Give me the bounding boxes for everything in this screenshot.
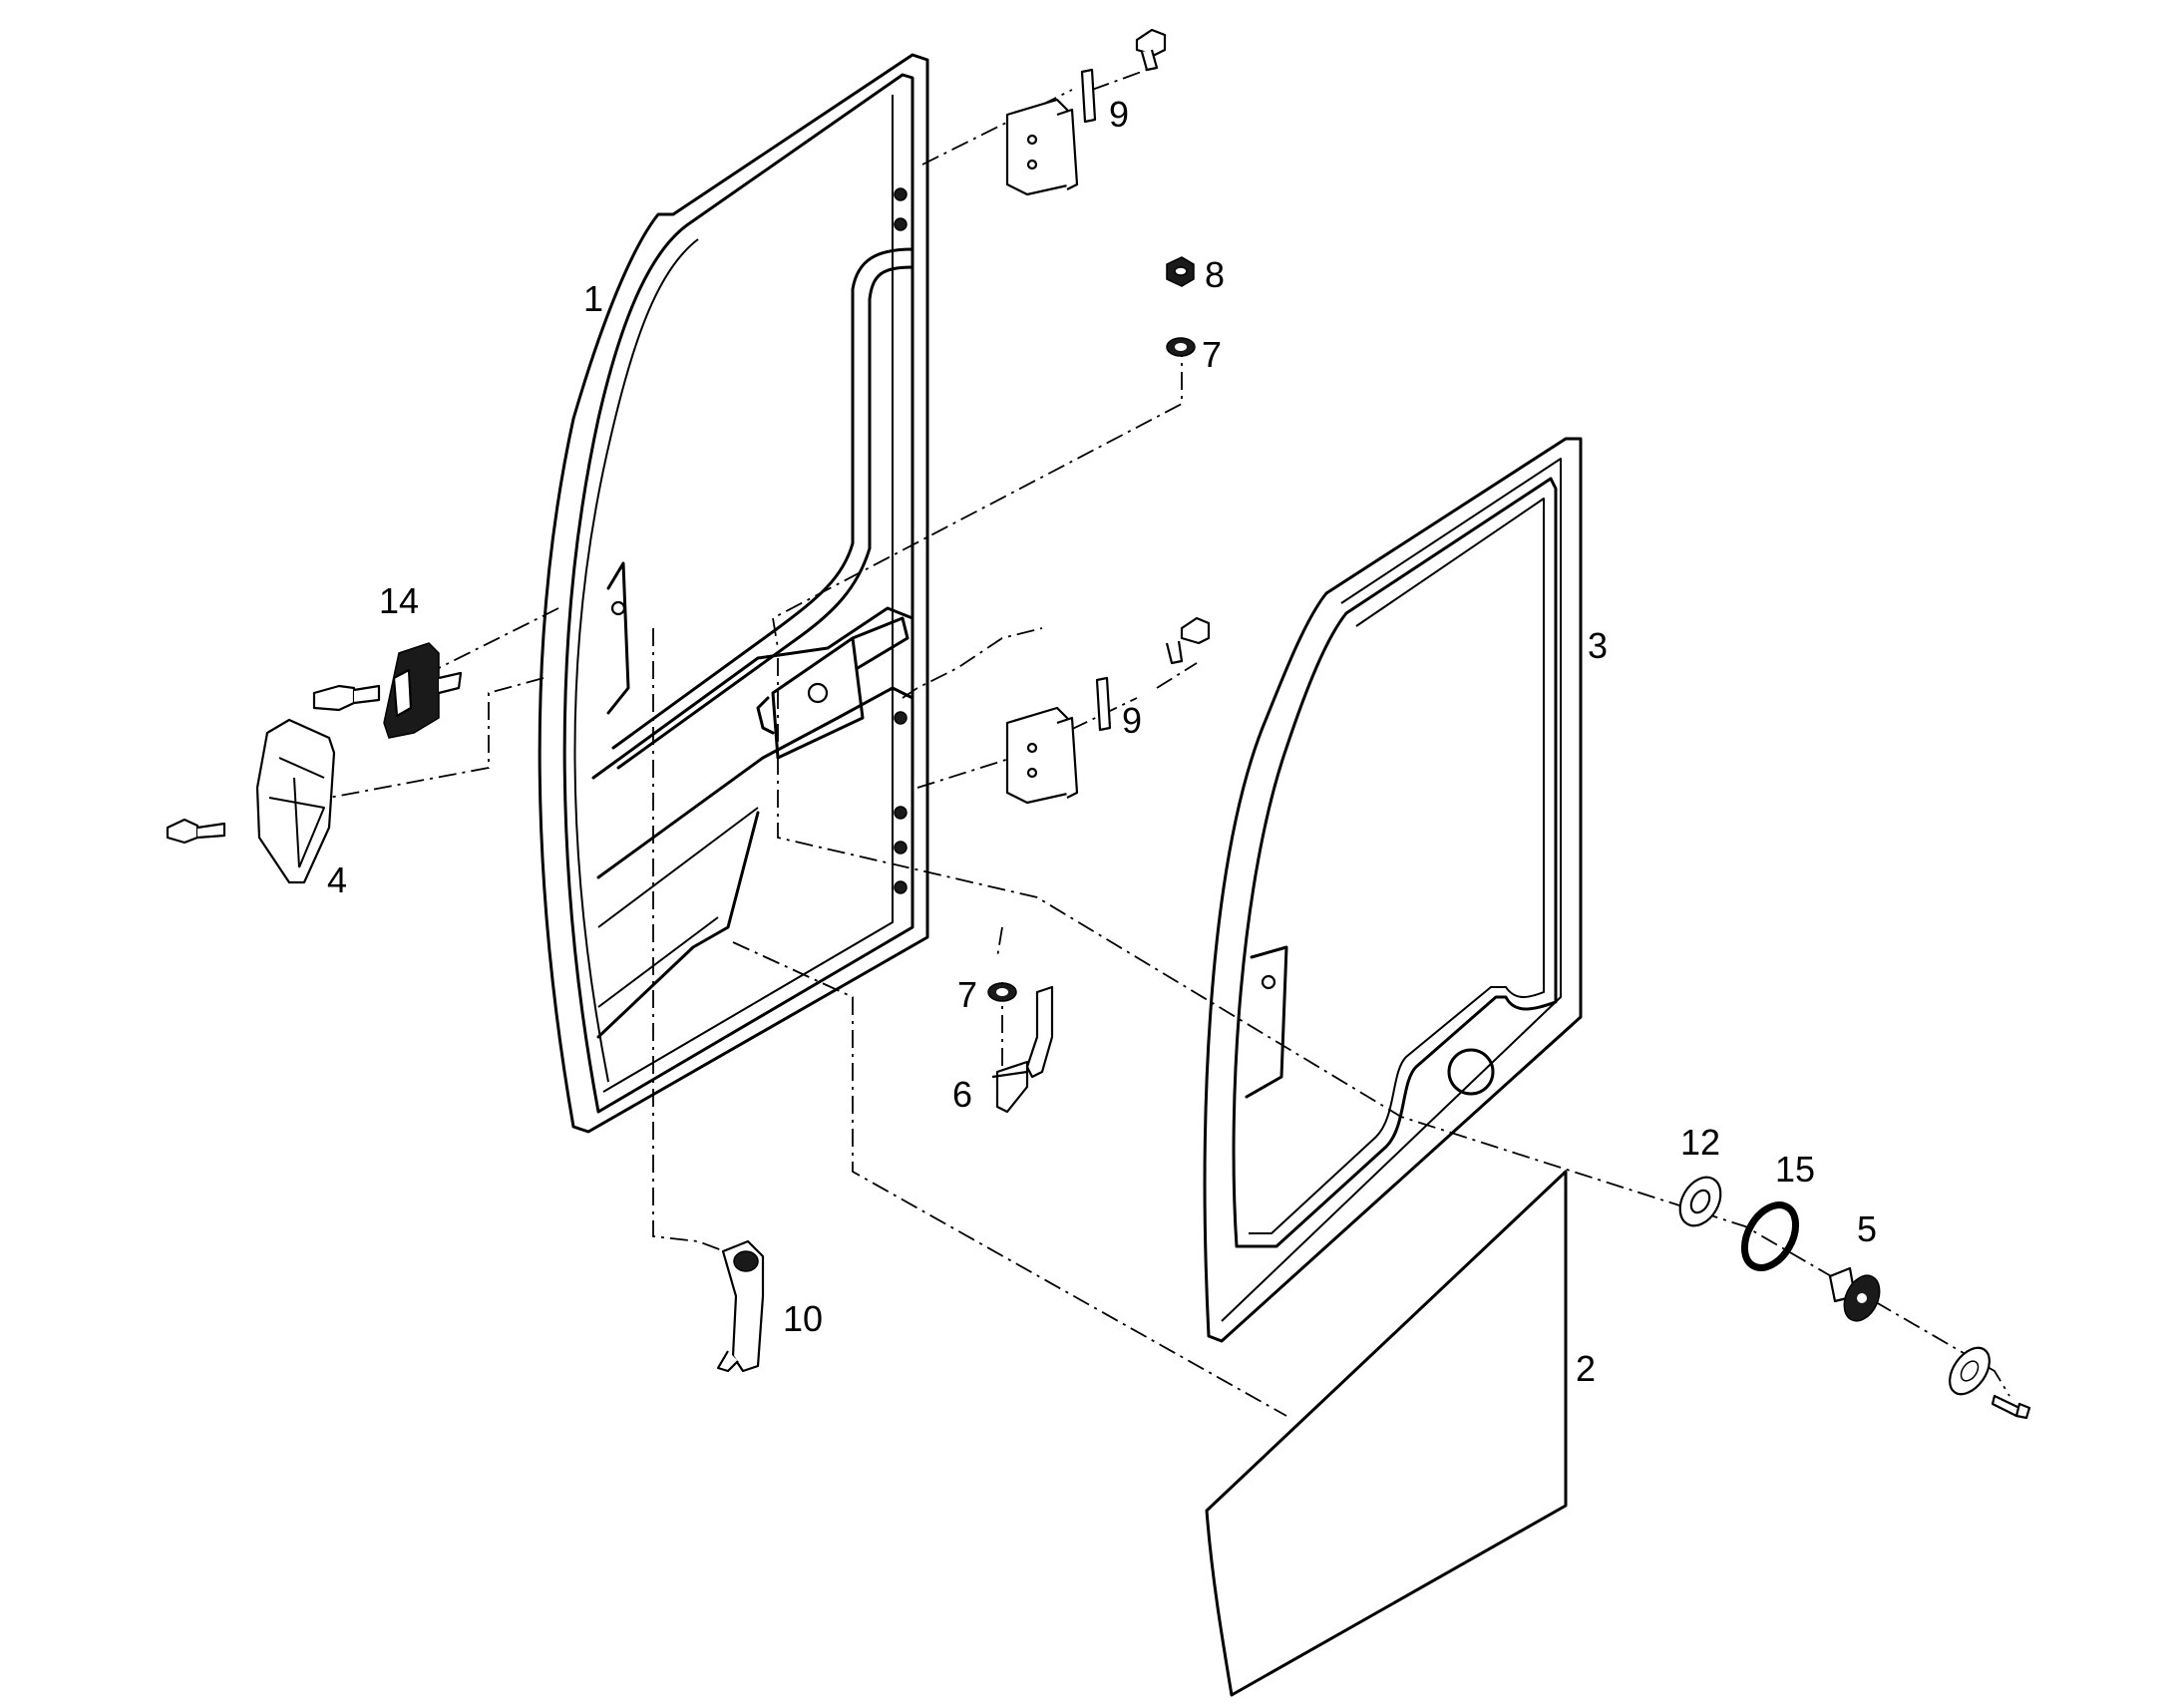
callout-9-lower: 9 — [1122, 700, 1142, 741]
callout-9-upper: 9 — [1109, 94, 1129, 135]
washer-lower — [987, 982, 1017, 1002]
callout-4: 4 — [327, 859, 347, 900]
lock-lever — [991, 985, 1054, 1114]
gasket — [1740, 1201, 1800, 1271]
callout-7-lower: 7 — [957, 974, 977, 1015]
spacer-ring — [1678, 1176, 1722, 1227]
inside-handle — [716, 1239, 765, 1373]
callout-1: 1 — [583, 278, 603, 319]
callout-6: 6 — [952, 1074, 972, 1115]
door-frame — [538, 53, 929, 1134]
lower-hinge — [1005, 616, 1211, 805]
callout-15: 15 — [1775, 1149, 1815, 1190]
callout-labels: 1 2 3 4 5 6 7 7 8 9 9 10 12 14 15 — [327, 94, 1877, 1389]
nut — [1166, 256, 1195, 287]
callout-3: 3 — [1588, 625, 1608, 666]
latch-cover — [166, 718, 336, 884]
window-glass — [1203, 437, 1583, 1343]
callout-5: 5 — [1857, 1208, 1877, 1249]
callout-12: 12 — [1680, 1122, 1720, 1163]
washer-upper — [1166, 337, 1196, 357]
callout-2: 2 — [1576, 1348, 1596, 1389]
lower-panel — [1205, 1170, 1568, 1697]
retainer-plate — [1949, 1346, 2031, 1420]
lock-cylinder — [1828, 1266, 1881, 1322]
callout-8: 8 — [1205, 254, 1225, 295]
callout-14: 14 — [379, 580, 419, 621]
callout-10: 10 — [783, 1298, 823, 1339]
latch — [312, 642, 463, 739]
callout-7-upper: 7 — [1202, 334, 1222, 375]
upper-hinge — [1005, 28, 1167, 196]
